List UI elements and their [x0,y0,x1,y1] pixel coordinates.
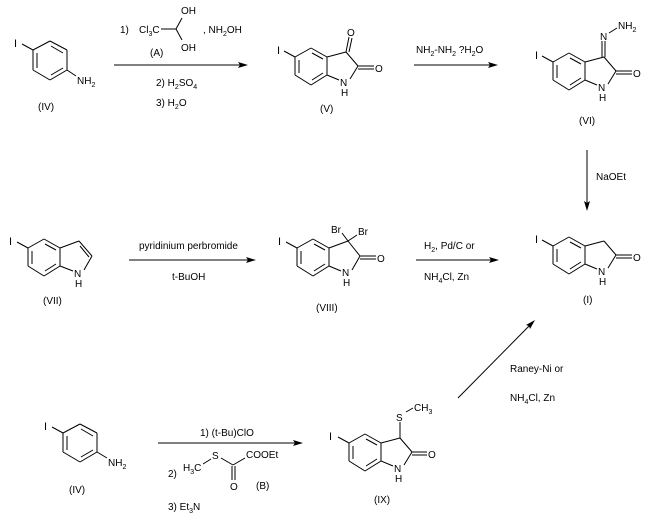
step3: 3) Et3N [168,502,200,515]
arrow-head [489,257,499,263]
ester-group: COOEt [246,450,278,461]
step3: 3) H2O [156,98,187,111]
methyl-group: CH3 [414,403,432,416]
step1: 1) (t-Bu)ClO [200,428,254,439]
reagent-below: NH4Cl, Zn [424,272,469,285]
reagent-A: Cl3C OH OH (A) [139,6,196,59]
reaction-6: 1) (t-Bu)ClO 2) H3C S COOEt O (B) 3) Et3… [158,428,303,515]
arrow-head [488,62,498,68]
arrow-head [526,320,535,329]
amine-label: NH2 [77,76,95,89]
amine-label: NH2 [108,458,126,471]
compound-IV-top: I NH2 (IV) [14,38,95,113]
compound-VII: I N H (VII) [9,236,93,307]
compound-V: I O O N H (V) [277,28,383,115]
reaction-arrow [457,321,534,399]
compound-label: (VI) [579,116,595,127]
sulfur: S [396,413,403,424]
hydroxylamine: , NH2OH [203,25,242,38]
step2: 2) H2SO4 [156,78,197,91]
step2-prefix: 2) [168,469,177,480]
oh-top: OH [181,6,196,17]
iodo-label: I [44,421,47,433]
compound-VI: I N NH2 O N H (VI) [535,21,641,127]
oxygen-2: O [375,64,383,75]
compound-IX: I S CH3 O N H (IX) [329,403,436,506]
sulfur: S [212,451,219,462]
nitrogen: N [598,267,605,278]
hydrogen: H [599,93,606,104]
svg-text:H3C: H3C [183,463,201,476]
reaction-5: H2, Pd/C or NH4Cl, Zn [416,241,499,285]
oxygen-3: O [347,28,355,39]
oxygen: O [377,254,385,265]
reaction-7: Raney-Ni or NH4Cl, Zn [457,320,564,406]
iodo-label: I [9,236,12,248]
base-label: NaOEt [596,172,626,183]
reagent-line2: NH4Cl, Zn [510,393,555,406]
oh-bottom: OH [181,43,196,54]
compound-label: (V) [320,104,333,115]
arrow-head [246,257,256,263]
nitrogen: N [74,269,81,280]
hydrogen: H [343,278,350,289]
reagent-above: pyridinium perbromide [139,241,238,252]
compound-label: (VII) [43,296,62,307]
reagent-line1: Raney-Ni or [510,364,564,375]
hydrazone-nitrogen: N [600,32,607,43]
nitrogen: N [342,268,349,279]
iodo-label: I [329,431,332,443]
reagent-A-label: (A) [150,48,163,59]
iodo-label: I [14,38,17,50]
bromine-2: Br [358,227,369,238]
nitrogen: N [598,83,605,94]
hydrazone-amine: NH2 [618,21,636,34]
oxygen: O [428,450,436,461]
arrow-head [238,62,248,68]
reaction-2: NH2-NH2 ?H2O [414,45,498,68]
nitrogen: N [340,78,347,89]
nitrogen: N [394,464,401,475]
iodo-label: I [535,50,538,62]
compound-label: (IV) [38,102,54,113]
compound-label: (IV) [69,485,85,496]
bromine-1: Br [331,225,342,236]
reaction-4: pyridinium perbromide t-BuOH [129,241,256,283]
oxygen: O [230,482,238,493]
compound-VIII: I Br Br O N H (VIII) [278,225,385,314]
compound-I: I O N H (I) [535,234,641,306]
iodo-label: I [277,45,280,57]
reagent-B-label: (B) [256,481,269,492]
reagent-above: H2, Pd/C or [424,241,475,254]
iodo-label: I [535,234,538,246]
reaction-1: 1) Cl3C OH OH (A) , NH2OH 2) H2SO4 3) H2… [114,6,248,111]
hydrogen: H [599,277,606,288]
compound-IV-bottom: I NH2 (IV) [44,421,126,496]
benzene-ring [32,40,68,81]
hydrogen: H [75,279,82,290]
step1-prefix: 1) [120,25,129,36]
arrow-head [584,201,590,211]
oxygen: O [633,253,641,264]
compound-label: (IX) [374,495,390,506]
compound-label: (VIII) [316,303,338,314]
hydrazine-hydrate: NH2-NH2 ?H2O [416,45,484,58]
compound-label: (I) [583,295,592,306]
hydrogen: H [395,474,402,485]
reaction-3: NaOEt [584,150,626,211]
iodo-label: I [278,236,281,248]
hydrogen: H [341,88,348,99]
reagent-B: H3C S COOEt O (B) [183,450,278,493]
arrow-head [293,440,303,446]
svg-text:Cl3C: Cl3C [139,25,160,38]
solvent-below: t-BuOH [172,272,205,283]
oxygen: O [633,69,641,80]
